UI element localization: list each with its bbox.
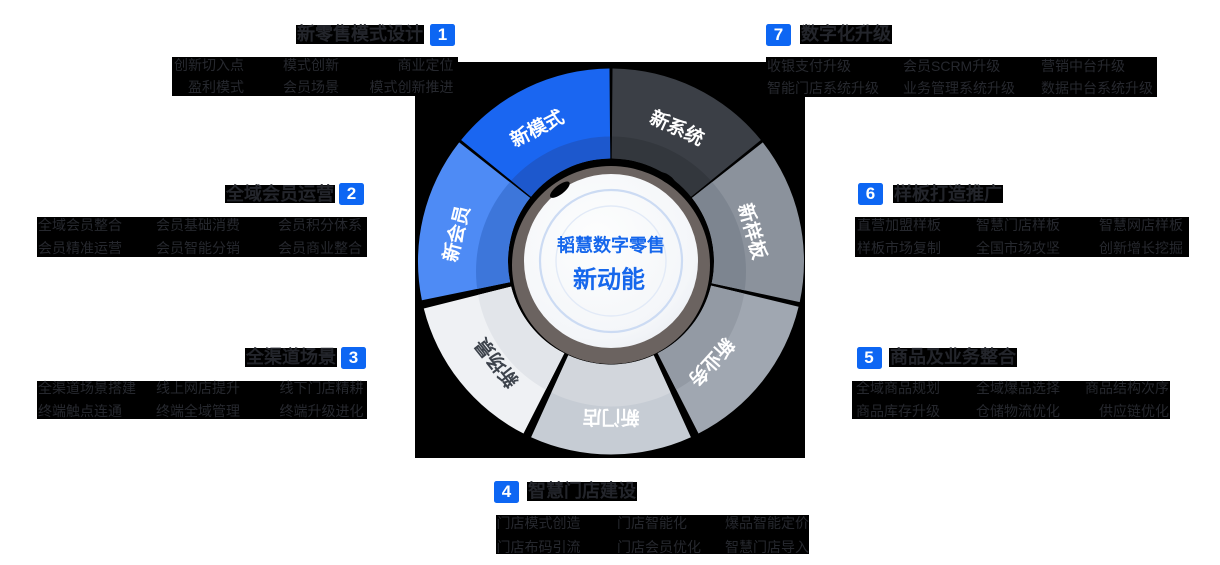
svg-text:韬慧数字零售: 韬慧数字零售 (557, 235, 665, 256)
svg-text:新动能: 新动能 (573, 266, 645, 294)
svg-text:新门店: 新门店 (582, 406, 639, 429)
